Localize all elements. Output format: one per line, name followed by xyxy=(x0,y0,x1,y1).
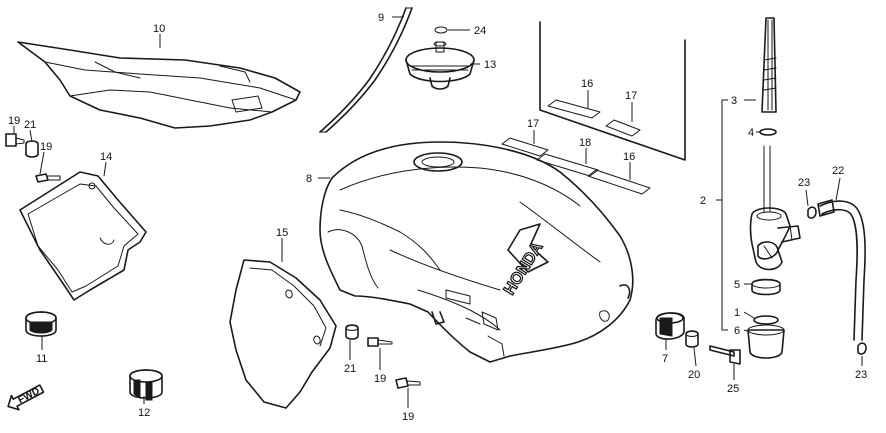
tube-clip xyxy=(807,206,817,219)
bolt xyxy=(5,133,25,147)
callout-5: 5 xyxy=(734,279,740,291)
callout-25: 25 xyxy=(727,383,739,395)
callout-10: 10 xyxy=(153,23,165,35)
damper-rubber xyxy=(25,311,57,337)
callout-13: 13 xyxy=(484,59,496,71)
tank-logo: HONDA xyxy=(501,239,547,298)
forward-direction-arrow: FWD xyxy=(7,384,45,411)
callout-19d: 19 xyxy=(402,411,414,423)
callout-9: 9 xyxy=(378,12,384,24)
callout-12: 12 xyxy=(138,407,150,419)
bolt xyxy=(709,345,741,365)
callout-15: 15 xyxy=(276,227,288,239)
callout-labels: 10 9 24 13 16 17 17 18 16 8 14 19 21 19 … xyxy=(8,12,867,423)
fwd-label: FWD xyxy=(16,386,41,406)
callout-20: 20 xyxy=(688,369,700,381)
side-cover-right xyxy=(19,171,147,301)
callout-8: 8 xyxy=(306,173,312,185)
callout-1: 1 xyxy=(734,307,740,319)
fuel-tube xyxy=(817,199,866,341)
collar xyxy=(685,330,699,348)
callout-18: 18 xyxy=(579,137,591,149)
fuel-valve xyxy=(747,17,801,359)
callout-17b: 17 xyxy=(527,118,539,130)
side-cover-left xyxy=(229,259,337,409)
callout-21a: 21 xyxy=(24,119,36,131)
bolt xyxy=(395,377,421,389)
callout-19a: 19 xyxy=(8,115,20,127)
seat xyxy=(17,41,301,129)
emblem-set xyxy=(501,21,686,195)
callout-14: 14 xyxy=(100,151,112,163)
damper-rubber xyxy=(129,369,163,401)
grommet xyxy=(25,140,39,158)
callout-23b: 23 xyxy=(855,369,867,381)
fuel-tube xyxy=(319,7,413,133)
callout-19c: 19 xyxy=(374,373,386,385)
tube-clip xyxy=(857,342,867,355)
callout-4: 4 xyxy=(748,127,754,139)
callout-22: 22 xyxy=(832,165,844,177)
fuel-cap xyxy=(405,41,475,90)
callout-6: 6 xyxy=(734,325,740,337)
callout-24: 24 xyxy=(474,25,486,37)
leader-lines xyxy=(13,16,863,408)
callout-2: 2 xyxy=(700,195,706,207)
grommet xyxy=(345,324,359,340)
callout-21b: 21 xyxy=(344,363,356,375)
callout-11: 11 xyxy=(36,353,47,365)
callout-7: 7 xyxy=(662,353,668,365)
callout-3: 3 xyxy=(731,95,737,107)
callout-16b: 16 xyxy=(623,151,635,163)
bolt xyxy=(367,337,393,347)
callout-23a: 23 xyxy=(798,177,810,189)
bolt xyxy=(35,173,61,183)
assembly-bracket xyxy=(716,99,728,331)
mount-rubber xyxy=(655,312,685,340)
callout-16a: 16 xyxy=(581,78,593,90)
callout-19b: 19 xyxy=(40,141,52,153)
callout-17a: 17 xyxy=(625,90,637,102)
cap-washer xyxy=(434,26,448,34)
